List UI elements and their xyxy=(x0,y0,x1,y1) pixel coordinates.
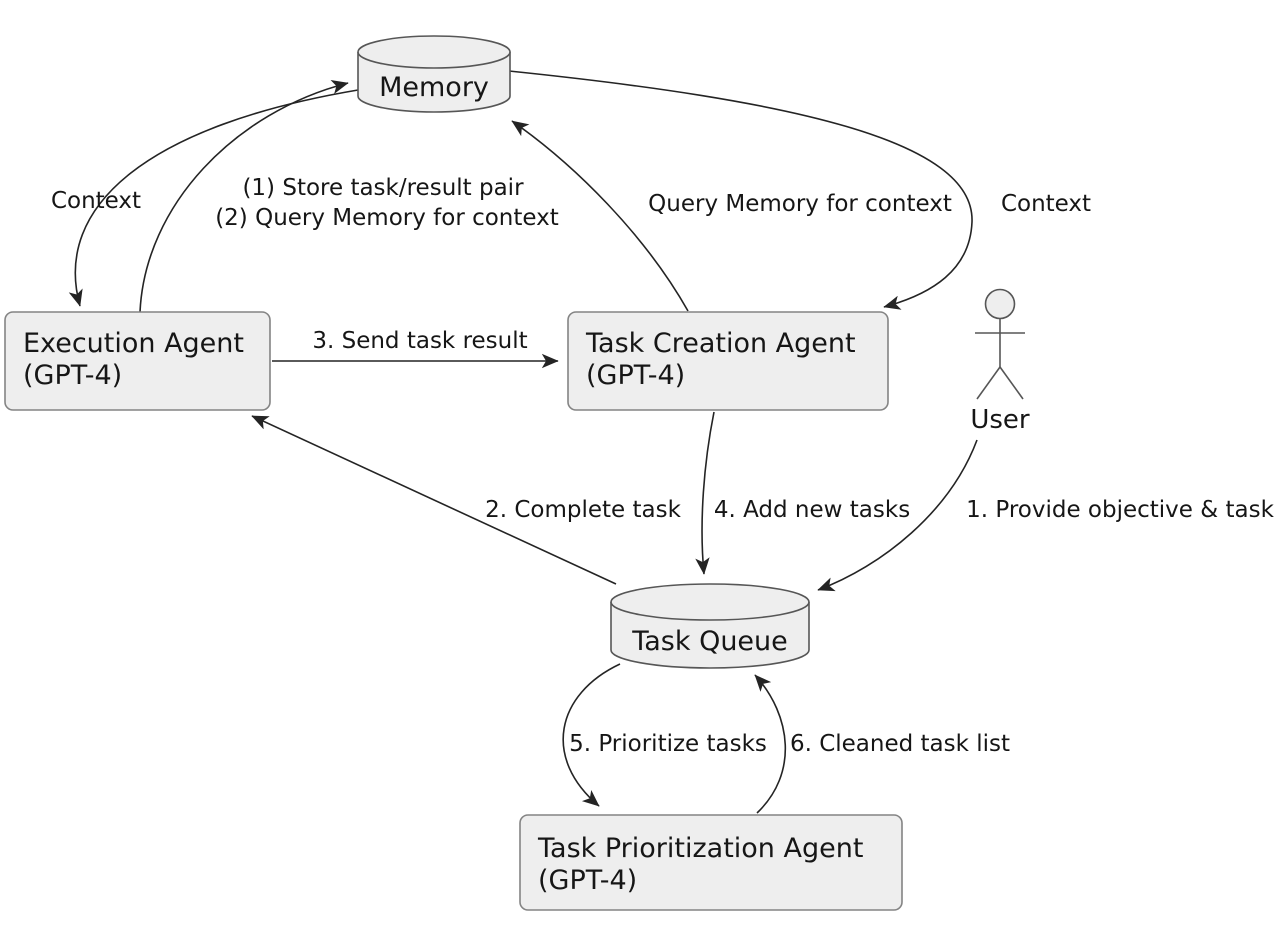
edge-label-query-memory-for-context: Query Memory for context xyxy=(648,191,952,217)
edge-labels: Context (1) Store task/result pair (2) Q… xyxy=(51,175,1275,757)
task-queue-label: Task Queue xyxy=(631,626,788,657)
node-task-prioritization-agent: Task Prioritization Agent (GPT-4) xyxy=(519,814,903,911)
task-queue-cylinder-body xyxy=(610,602,810,669)
edge-memory-to-execution-context xyxy=(68,89,359,307)
edge-label-store-task-result-pair: (1) Store task/result pair xyxy=(242,175,524,201)
edge-task-queue-to-execution-complete xyxy=(251,415,617,585)
edge-label-context-right: Context xyxy=(1001,191,1091,217)
edge-label-context-left: Context xyxy=(51,188,141,214)
edge-task-queue-to-prioritization xyxy=(562,663,621,807)
memory-cylinder-top xyxy=(357,35,511,69)
node-task-queue: Task Queue xyxy=(610,583,810,669)
node-execution-agent: Execution Agent (GPT-4) xyxy=(4,311,271,411)
edge-label-send-task-result: 3. Send task result xyxy=(312,328,527,354)
task-creation-agent-sublabel: (GPT-4) xyxy=(586,360,685,391)
edge-label-add-new-tasks: 4. Add new tasks xyxy=(714,497,910,523)
node-user: User xyxy=(970,288,1030,435)
user-label: User xyxy=(970,405,1030,435)
execution-agent-box xyxy=(4,311,271,411)
execution-agent-label: Execution Agent xyxy=(23,328,244,359)
task-creation-agent-box xyxy=(567,311,889,411)
edge-task-creation-to-memory-query xyxy=(511,120,689,312)
edge-label-prioritize-tasks: 5. Prioritize tasks xyxy=(569,731,767,757)
edge-label-complete-task: 2. Complete task xyxy=(485,497,682,523)
memory-label: Memory xyxy=(379,72,489,103)
edges xyxy=(68,70,978,814)
node-memory: Memory xyxy=(357,35,511,113)
task-prioritization-agent-box xyxy=(519,814,903,911)
edge-user-to-task-queue-provide xyxy=(817,439,978,592)
node-task-creation-agent: Task Creation Agent (GPT-4) xyxy=(567,311,889,411)
edge-task-creation-to-task-queue-add xyxy=(695,411,715,575)
user-actor-head xyxy=(984,288,1016,320)
task-prioritization-agent-sublabel: (GPT-4) xyxy=(538,865,637,896)
edge-prioritization-to-task-queue xyxy=(754,674,787,814)
edge-label-provide-objective-task: 1. Provide objective & task xyxy=(966,497,1274,523)
user-actor-leg-right xyxy=(999,366,1024,400)
memory-cylinder-body xyxy=(357,52,511,113)
task-prioritization-agent-label: Task Prioritization Agent xyxy=(537,833,863,864)
execution-agent-sublabel: (GPT-4) xyxy=(23,360,122,391)
edge-execution-to-memory-store-query xyxy=(139,80,349,313)
task-queue-cylinder-top xyxy=(610,583,810,621)
edge-label-cleaned-task-list: 6. Cleaned task list xyxy=(790,731,1010,757)
user-actor-leg-left xyxy=(976,366,1001,400)
edge-memory-to-task-creation-context xyxy=(508,70,973,310)
edge-label-query-memory-for-context-numbered: (2) Query Memory for context xyxy=(215,205,559,231)
task-creation-agent-label: Task Creation Agent xyxy=(585,328,856,359)
